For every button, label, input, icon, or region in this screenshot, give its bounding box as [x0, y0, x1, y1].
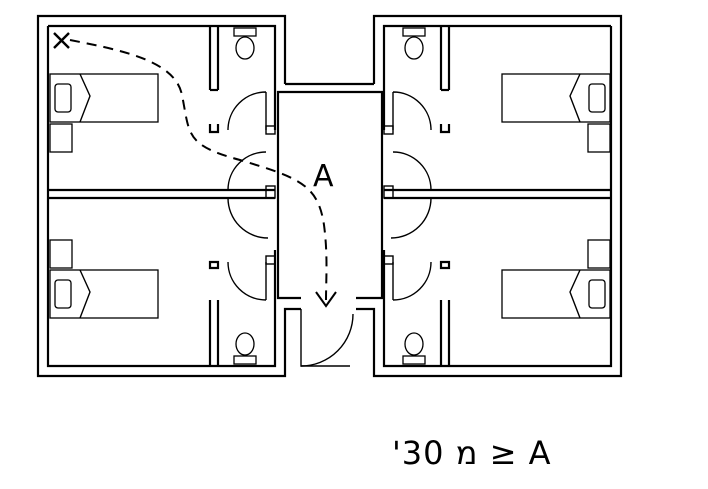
start-marker-icon: [53, 32, 70, 49]
left-block-walls: [36, 14, 301, 378]
toilet-icon: [233, 27, 426, 365]
point-label: A: [313, 159, 334, 194]
bed-icon: [49, 73, 611, 319]
corridor-walls: [285, 82, 374, 94]
bathroom-partitions: [208, 26, 451, 366]
distance-caption: 'מ 30 ≥ A: [392, 434, 552, 472]
door-swing-icon: [227, 91, 432, 367]
escape-route-arrow-icon: [69, 39, 337, 308]
right-block-walls: [356, 14, 623, 378]
